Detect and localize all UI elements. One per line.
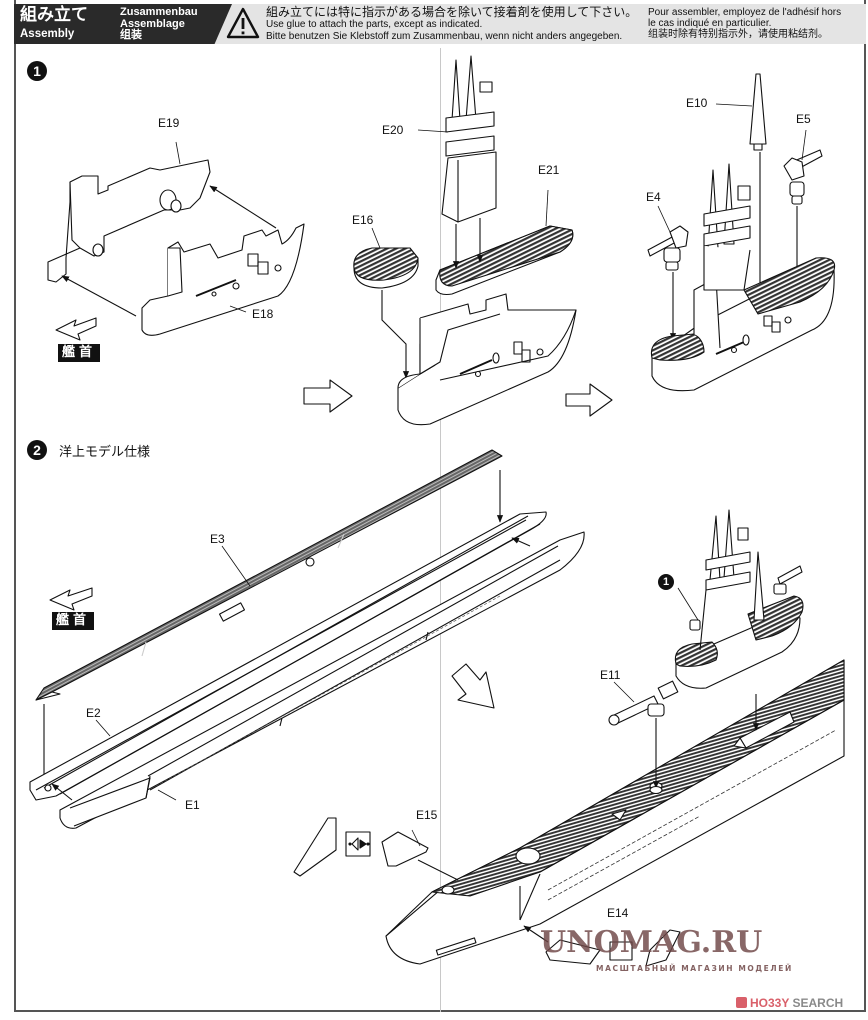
- watermark-logo: UNOMAG.RU: [540, 925, 763, 960]
- warning-triangle-icon: [226, 7, 260, 39]
- bow-label-step2: 艦首: [52, 612, 95, 630]
- part-label-e11: E11: [600, 668, 621, 682]
- part-e15-reference-plate: [293, 817, 337, 877]
- page-fold-line: [440, 48, 441, 1012]
- header-title-en: Assembly: [20, 28, 75, 40]
- part-e10-drawing: [749, 73, 767, 151]
- part-label-e20: E20: [382, 123, 404, 137]
- assembled-hull-drawing: [385, 659, 845, 965]
- header-title-jp: 組み立て: [20, 5, 88, 25]
- header-title-cn: 组装: [120, 29, 142, 41]
- watermark-tagline: МАСШТАБНЫЙ МАГАЗИН МОДЕЛЕЙ: [596, 964, 793, 973]
- header-title-translations: Zusammenbau Assemblage 组装: [120, 6, 210, 42]
- glue-notice-fr-1: Pour assembler, employez de l'adhésif ho…: [648, 7, 842, 18]
- part-e3-drawing: [35, 449, 503, 701]
- glue-notice-cn: 组装时除有特别指示外，请使用粘结剂。: [648, 29, 828, 41]
- glue-notice-fr-2: le cas indiqué en particulier.: [648, 18, 772, 30]
- glue-notice-secondary: Pour assembler, employez de l'adhésif ho…: [648, 7, 864, 41]
- part-e21-drawing: [435, 225, 574, 296]
- conning-tower-assembled-drawing: [650, 163, 836, 392]
- part-label-e5: E5: [796, 112, 811, 126]
- part-e14-drawing: [545, 929, 681, 967]
- step-flow-arrow-2: [565, 383, 613, 417]
- badge-hobby: HO33Y: [750, 996, 790, 1010]
- part-label-e4: E4: [646, 190, 661, 204]
- part-e11-drawing: [608, 680, 679, 726]
- header-title-de: Zusammenbau: [120, 6, 198, 18]
- part-label-e10: E10: [686, 96, 708, 110]
- part-e18-drawing: [141, 223, 305, 336]
- part-label-e19: E19: [158, 116, 180, 130]
- part-e16-drawing: [353, 247, 419, 289]
- glue-notice: 組み立てには特に指示がある場合を除いて接着剤を使用して下さい。 Use glue…: [266, 5, 642, 42]
- header-title-band: [14, 4, 232, 44]
- bow-direction-arrow: [55, 317, 97, 341]
- step-1-number: 1: [27, 61, 47, 81]
- part-e20-drawing: [441, 55, 497, 223]
- glue-notice-en: Use glue to attach the parts, except as …: [266, 19, 483, 30]
- part-e1-drawing: [59, 531, 585, 829]
- part-e5-drawing: [783, 149, 823, 205]
- part-label-e21: E21: [538, 163, 560, 177]
- badge-search: SEARCH: [792, 996, 844, 1010]
- glue-notice-jp: 組み立てには特に指示がある場合を除いて接着剤を使用して下さい。: [266, 5, 638, 19]
- glue-notice-de: Bitte benutzen Sie Klebstoff zum Zusamme…: [266, 30, 623, 42]
- no-glue-symbol-icon-2: [609, 941, 633, 961]
- part-label-e2: E2: [86, 706, 101, 720]
- part-label-e14: E14: [607, 906, 629, 920]
- bow-direction-arrow-2: [49, 587, 93, 611]
- instruction-header: 組み立て Assembly Zusammenbau Assemblage 组装 …: [14, 4, 866, 44]
- no-glue-symbol-icon: [345, 831, 371, 857]
- part-label-e3: E3: [210, 532, 225, 546]
- part-label-e18: E18: [252, 307, 274, 321]
- subassembly-1-drawing: [674, 509, 804, 689]
- part-e2-drawing: [29, 511, 547, 801]
- hobby-search-logo-icon: [736, 997, 747, 1008]
- part-label-e16: E16: [352, 213, 374, 227]
- step-2-number: 2: [27, 440, 47, 460]
- hobby-search-badge: HO33Y SEARCH: [736, 996, 843, 1010]
- part-label-e15: E15: [416, 808, 438, 822]
- header-title-fr: Assemblage: [120, 17, 185, 30]
- step-2-title: 洋上モデル仕様: [59, 445, 151, 460]
- header-notice-band: [214, 4, 866, 44]
- step-flow-arrow-diagonal: [451, 663, 495, 709]
- part-e19-drawing: [47, 159, 211, 283]
- subassembly-1-reference: 1: [658, 574, 674, 590]
- bow-label-step1: 艦首: [58, 344, 101, 362]
- part-e4-drawing: [647, 225, 689, 271]
- part-e15-drawing: [381, 831, 429, 867]
- conning-tower-base-drawing: [397, 293, 577, 426]
- part-label-e1: E1: [185, 798, 200, 812]
- step-flow-arrow-1: [303, 379, 353, 413]
